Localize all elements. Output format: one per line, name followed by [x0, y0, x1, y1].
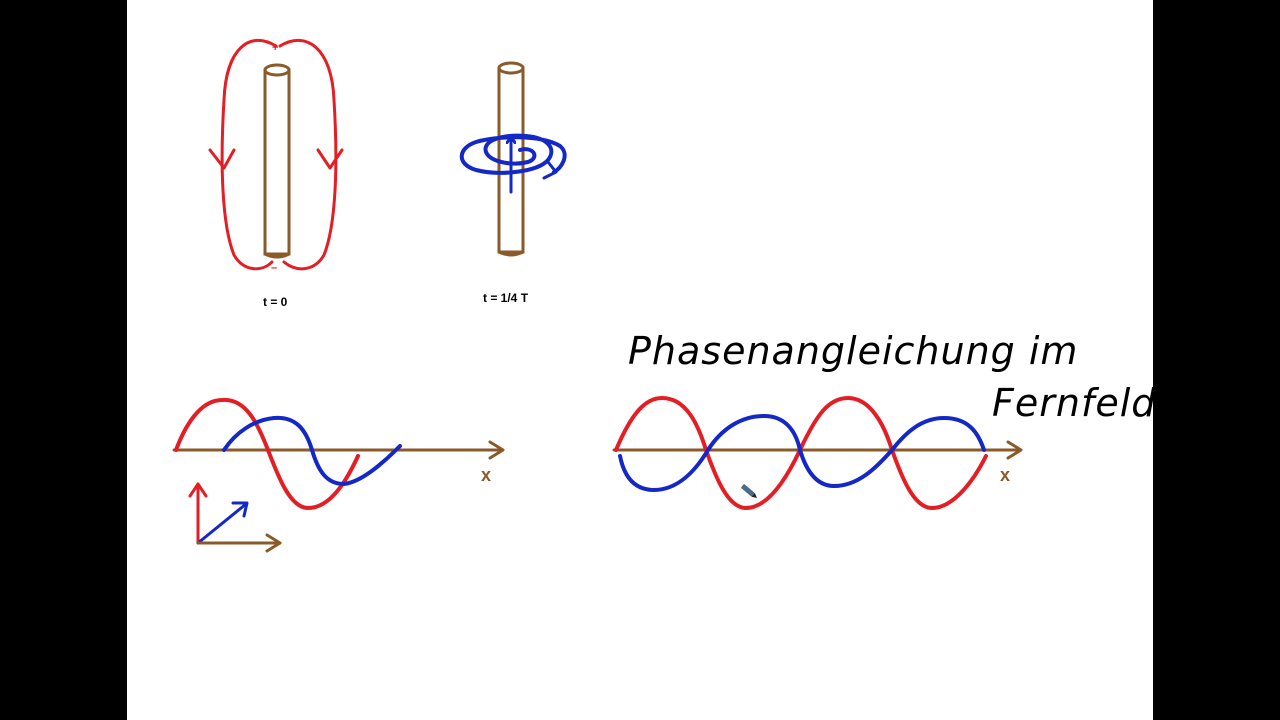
e-wave: [174, 397, 360, 511]
x-axis-label: x: [481, 465, 491, 485]
x-axis-arrowhead: [488, 440, 505, 460]
dipole-t-quarter: t = 1/4 T: [459, 61, 567, 305]
e-field-loop-left: [220, 38, 278, 271]
pen-icon: [741, 484, 757, 499]
antenna-top: [497, 61, 525, 75]
whiteboard-sheet: [127, 0, 1153, 720]
b-wave: [618, 413, 986, 493]
handwritten-note: Phasenangleichung im Fernfeld: [628, 329, 1156, 425]
near-field-wave: x: [172, 397, 505, 553]
e-field-arrowhead-right: [316, 148, 344, 170]
time-label-t0: t = 0: [263, 295, 288, 309]
triad-b-arrowhead: [231, 501, 249, 518]
time-label-t-quarter: t = 1/4 T: [483, 291, 529, 305]
b-field-arrowhead: [542, 160, 558, 180]
letterbox-right: [1153, 0, 1280, 720]
dipole-t0: + – t = 0: [208, 38, 344, 309]
antenna-bottom: [264, 252, 290, 259]
x-axis-label: x: [1000, 465, 1010, 485]
minus-sign: –: [271, 262, 277, 274]
letterbox-left: [0, 0, 127, 720]
x-axis-arrowhead: [1006, 440, 1023, 460]
b-wave: [222, 415, 402, 487]
antenna-rod: [263, 68, 291, 256]
plus-sign: +: [272, 42, 278, 54]
antenna-bottom: [498, 250, 524, 257]
e-field-loop-right: [278, 38, 338, 271]
handwriting-line-1: Phasenangleichung im: [628, 329, 1078, 373]
triad-e-arrowhead: [188, 482, 208, 498]
handwriting-line-2: Fernfeld: [992, 381, 1156, 425]
triad-x-arrowhead: [265, 533, 282, 553]
antenna-top: [263, 63, 291, 77]
far-field-wave: x: [612, 395, 1023, 511]
triad-b-axis: [196, 502, 248, 545]
e-field-arrowhead-left: [208, 148, 236, 170]
